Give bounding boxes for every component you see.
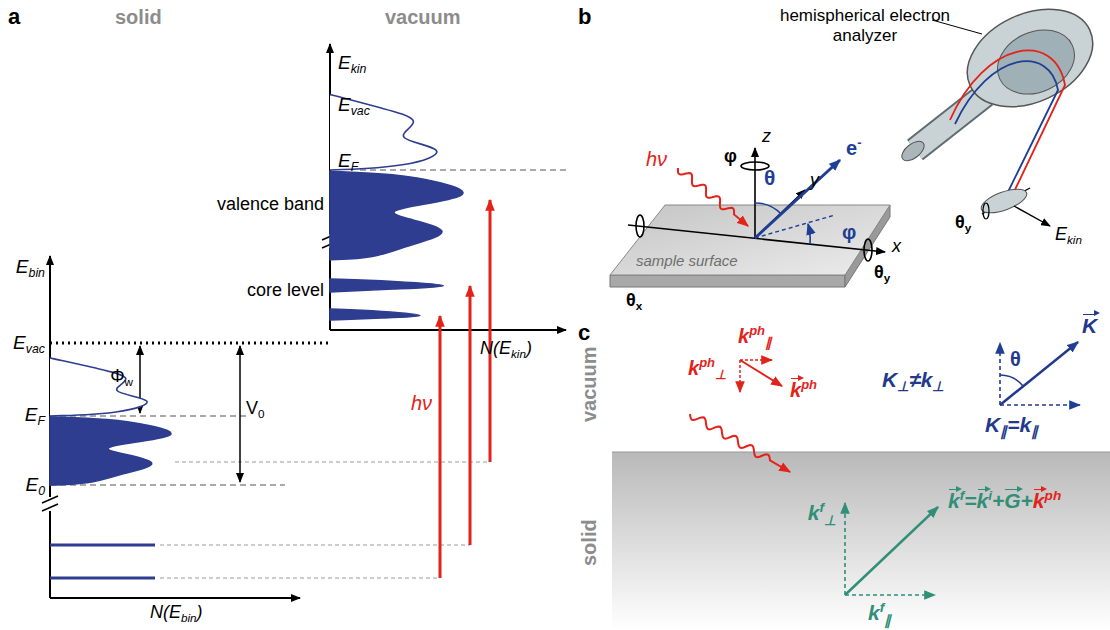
momentum-label: kph [790,378,817,402]
emission-geometry [755,160,840,244]
photon-waves [678,168,790,472]
level-lines [50,170,566,578]
sample-slab [610,205,890,287]
level-label: E0 [25,474,45,498]
inner-potential-label: V0 [246,398,265,420]
energy-axes [50,44,566,598]
spectrum-curve [50,417,171,485]
momentum-label: kf⊥ [808,500,836,528]
region-title: vacuum [385,6,461,29]
momentum-label: K [1082,314,1097,338]
band-label: core level [247,280,324,301]
angle-label: φ [842,221,856,244]
spectrum-curve [330,279,443,292]
angle-label: θy [874,262,890,284]
axis-label: z [762,126,771,147]
photon-wave [690,414,790,472]
work-function-label: Φw [110,366,133,388]
level-label: EF [338,150,358,174]
level-label: Evac [13,332,45,356]
electron-label: e- [846,136,861,160]
axis-label: N(Ekin) [480,338,532,360]
spectrum-curve [50,358,147,416]
solid-ground [612,452,1110,630]
level-label: Evac [338,94,370,118]
panel-letter: c [578,320,590,345]
level-label: EF [25,404,45,428]
spectrum-curve [330,171,463,259]
analyzer-label: hemispherical electron analyzer [770,6,960,45]
momentum-equation: kf=ki+G+kph [948,488,1061,513]
region-title: vacuum [578,346,601,422]
axis-label: Ekin [1055,224,1082,246]
spectrum-curve [330,309,420,320]
momentum-label: kph⊥ [688,356,726,383]
excitation-arrows [440,200,490,578]
solid-momentum [845,503,938,595]
photon-label: hν [411,392,432,415]
panel-letter: b [578,4,591,29]
axis-label: Ekin [338,52,366,76]
axis-label: Ebin [16,256,45,280]
angle-label: θ [764,166,775,190]
angle-label: θ [1010,348,1021,371]
region-title: solid [115,6,162,29]
angle-label: φ [724,146,737,167]
axis-label: N(Ebin) [150,602,203,624]
photon-label: hν [646,148,667,171]
photon-momentum [740,360,782,392]
axis-break [42,233,338,511]
momentum-label: K⊥≠k⊥ [882,368,944,395]
electron-analyzer [898,0,1108,226]
surface-label: sample surface [636,252,738,269]
axis-label: x [892,236,901,257]
spectrum-curve [330,95,437,170]
spectra [50,95,463,485]
coordinate-axes [628,148,885,261]
momentum-label: K∥=k∥ [985,413,1038,440]
photon-wave [678,168,748,226]
vacuum-momentum [1000,342,1080,405]
momentum-label: kph∥ [738,324,772,351]
region-title: solid [578,519,601,566]
band-label: valence band [217,194,324,215]
panel-letter: a [8,4,20,29]
angle-label: θy [955,212,971,234]
momentum-label: kf∥ [868,600,891,628]
angle-label: θx [626,290,642,312]
axis-label: y [810,170,819,191]
